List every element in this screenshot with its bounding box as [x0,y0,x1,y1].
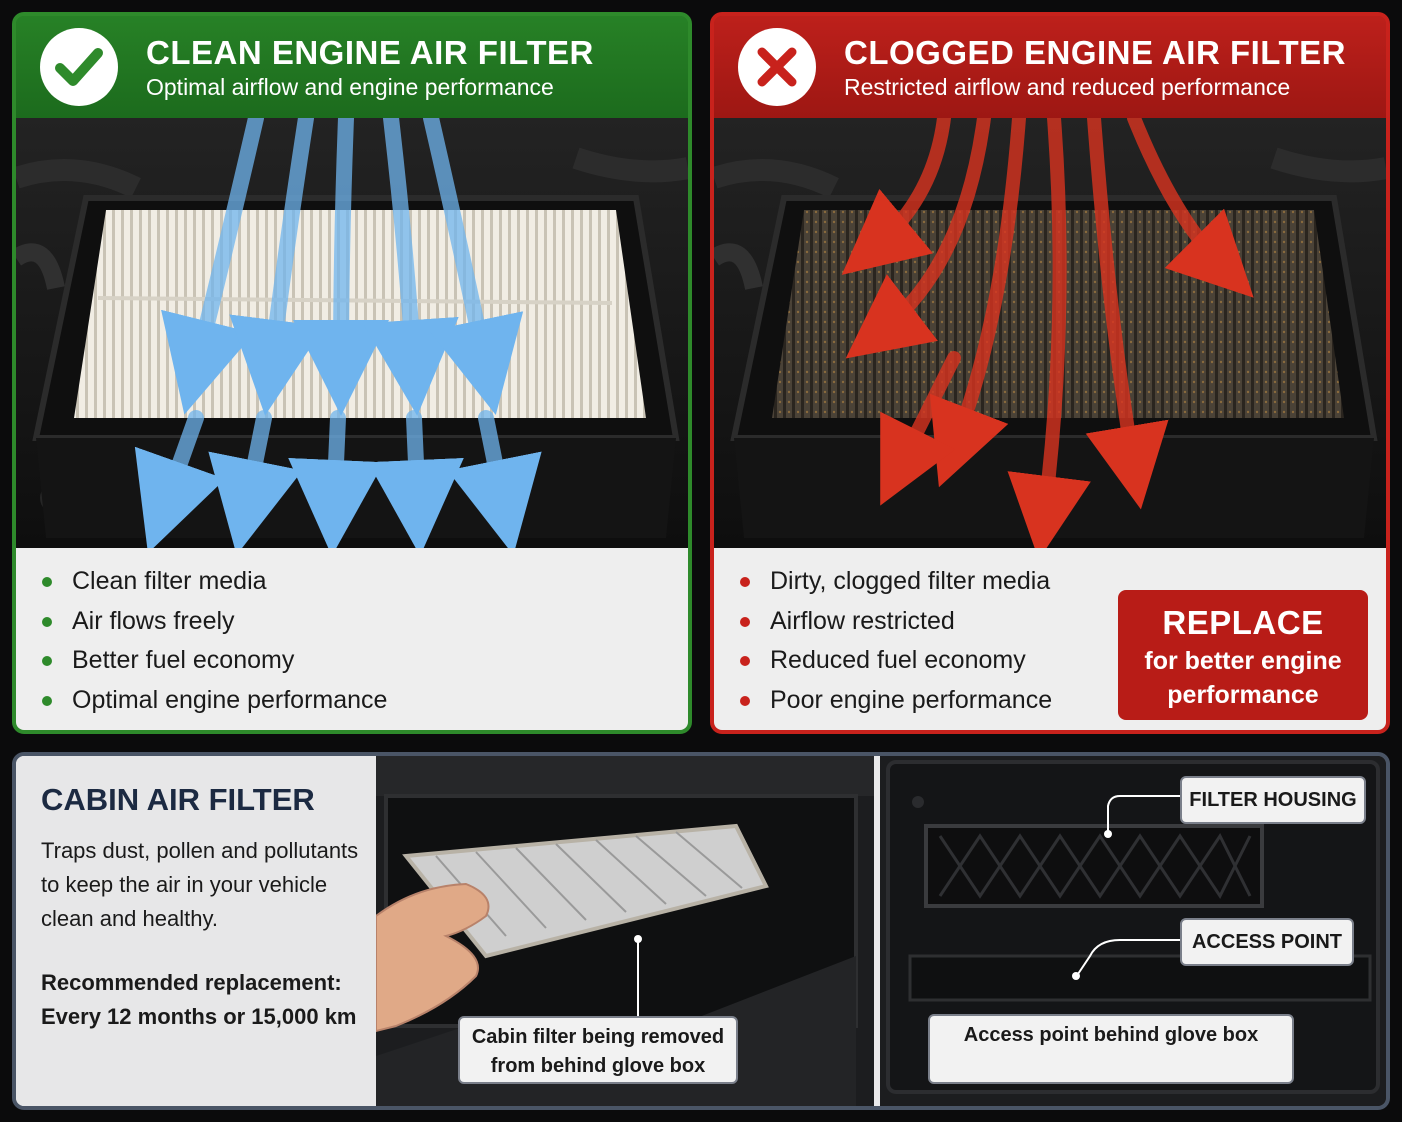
cross-icon [738,28,816,106]
cabin-filter-panel: CABIN AIR FILTER Traps dust, pollen and … [12,752,1390,1110]
cabin-filter-housing-photo: FILTER HOUSING ACCESS POINT Access point… [880,756,1386,1106]
replace-subtitle: for better engine performance [1144,647,1342,709]
clean-filter-photo [16,118,688,548]
bullet-icon [740,577,750,587]
replacement-label: Recommended replacement: [41,970,342,995]
bullet-icon [740,656,750,666]
bullet-icon [42,656,52,666]
bullet-icon [42,616,52,627]
bullet-icon [740,695,750,706]
access-point-caption: Access point behind glove box [928,1014,1294,1084]
clean-filter-subtitle: Optimal airflow and engine performance [146,74,554,100]
clogged-filter-panel: CLOGGED ENGINE AIR FILTER Restricted air… [710,12,1390,734]
clogged-filter-title: CLOGGED ENGINE AIR FILTER [844,34,1347,71]
clogged-filter-photo [714,118,1386,548]
cabin-filter-info: CABIN AIR FILTER Traps dust, pollen and … [16,756,376,1106]
list-item: Reduced fuel economy [740,641,1052,681]
bullet-icon [42,695,52,706]
bullet-icon [42,577,52,587]
list-item: Clean filter media [42,562,387,602]
check-icon [40,28,118,106]
replace-callout: REPLACE for better engine performance [1118,590,1368,720]
list-item: Dirty, clogged filter media [740,562,1052,602]
list-item: Poor engine performance [740,681,1052,721]
clogged-filter-features: Dirty, clogged filter media Airflow rest… [714,548,1386,730]
cabin-removal-caption: Cabin filter being removed from behind g… [458,1016,738,1084]
list-item: Air flows freely [42,602,387,642]
bullet-icon [740,616,750,627]
clean-filter-title: CLEAN ENGINE AIR FILTER [146,34,594,71]
list-item: Better fuel economy [42,641,387,681]
replace-title: REPLACE [1162,604,1324,641]
clogged-filter-header: CLOGGED ENGINE AIR FILTER Restricted air… [714,16,1386,118]
replacement-interval: Every 12 months or 15,000 km [41,1004,357,1029]
cabin-filter-title: CABIN AIR FILTER [41,782,315,817]
cabin-filter-removal-photo: Cabin filter being removed from behind g… [376,756,874,1106]
filter-housing-label: FILTER HOUSING [1180,776,1366,824]
access-point-label: ACCESS POINT [1180,918,1354,966]
clean-filter-features: Clean filter media Air flows freely Bett… [16,548,688,730]
list-item: Airflow restricted [740,602,1052,642]
clogged-filter-subtitle: Restricted airflow and reduced performan… [844,74,1291,100]
clean-filter-header: CLEAN ENGINE AIR FILTER Optimal airflow … [16,16,688,118]
list-item: Optimal engine performance [42,681,387,721]
cabin-filter-description: Traps dust, pollen and pollutants to kee… [41,838,359,931]
clean-filter-panel: CLEAN ENGINE AIR FILTER Optimal airflow … [12,12,692,734]
